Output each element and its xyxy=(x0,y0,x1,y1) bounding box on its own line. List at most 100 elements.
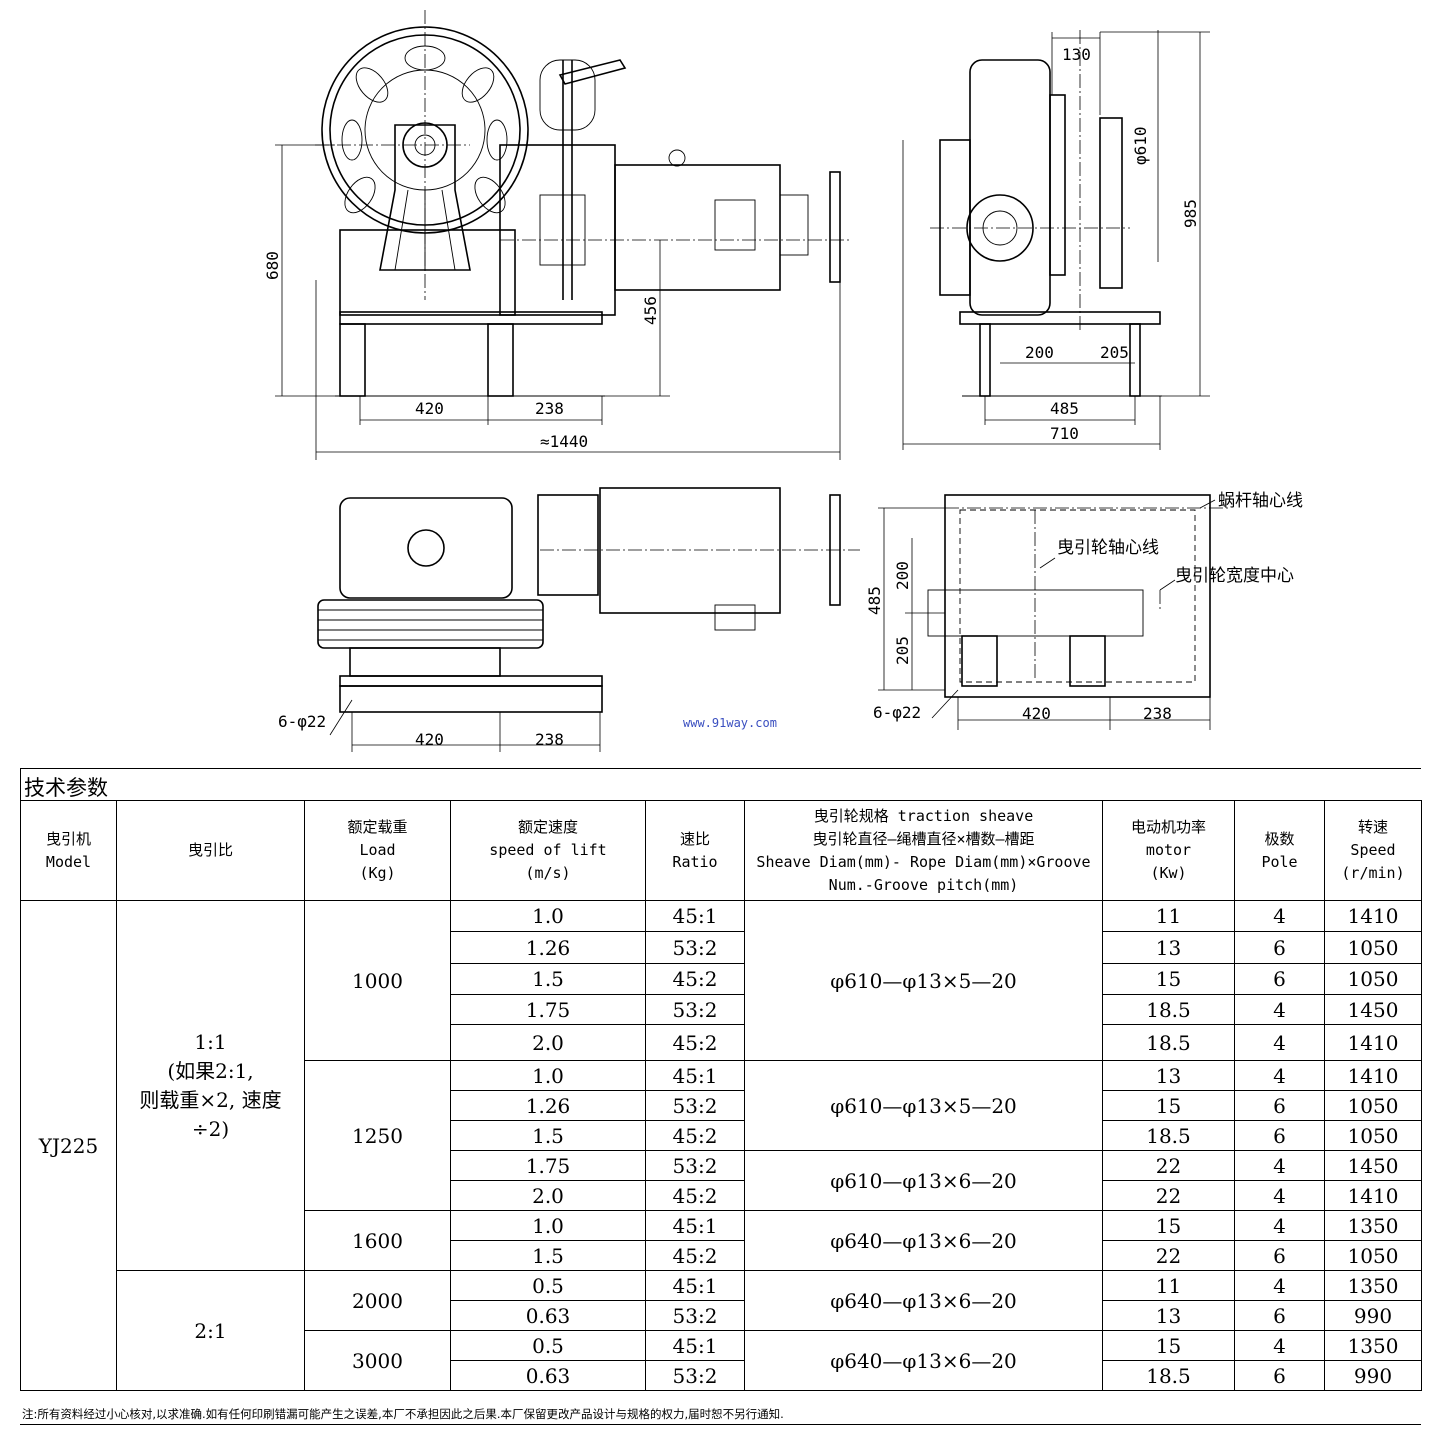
rpm-cell: 1350 xyxy=(1324,1210,1422,1241)
table-left-border xyxy=(20,768,21,800)
motor-cell: 22 xyxy=(1102,1180,1235,1211)
motor-cell: 15 xyxy=(1102,1330,1235,1361)
front-dim-height: 680 xyxy=(263,251,282,280)
ratio-cell: 45:1 xyxy=(645,1060,745,1091)
ratio-cell: 53:2 xyxy=(645,931,745,964)
speed-cell: 1.0 xyxy=(450,1060,646,1091)
motor-cell: 18.5 xyxy=(1102,1360,1235,1391)
rpm-cell: 1050 xyxy=(1324,1240,1422,1271)
speed-cell: 2.0 xyxy=(450,1024,646,1061)
footnote: 注:所有资料经过小心核对,以求准确.如有任何印刷错漏可能产生之误差,本厂不承担因… xyxy=(22,1407,784,1421)
base-dim-lower: 205 xyxy=(893,636,912,665)
rpm-cell: 1410 xyxy=(1324,1060,1422,1091)
rpm-cell: 990 xyxy=(1324,1360,1422,1391)
side-dim-base: 485 xyxy=(1050,399,1079,418)
table-row: 1250 1.0 45:1 φ610—φ13×5—20 13 4 1410 xyxy=(21,1060,1422,1211)
speed-cell: 1.75 xyxy=(450,994,646,1025)
motor-cell: 13 xyxy=(1102,1300,1235,1331)
speed-cell: 0.63 xyxy=(450,1300,646,1331)
ratio-cell: 45:2 xyxy=(645,1120,745,1151)
motor-cell: 22 xyxy=(1102,1240,1235,1271)
table-row: YJ225 1:1 (如果2:1, 则载重×2, 速度 ÷2) 1000 1.0… xyxy=(20,900,1422,1391)
load-cell: 2000 xyxy=(304,1270,451,1331)
speed-cell: 2.0 xyxy=(450,1180,646,1211)
ratio-cell: 53:2 xyxy=(645,1150,745,1181)
speed-cell: 0.5 xyxy=(450,1270,646,1301)
plan-dim-right: 238 xyxy=(535,730,564,749)
pole-cell: 4 xyxy=(1234,900,1325,932)
pole-cell: 6 xyxy=(1234,963,1325,995)
side-dim-total: 710 xyxy=(1050,424,1079,443)
motor-cell: 18.5 xyxy=(1102,994,1235,1025)
motor-cell: 15 xyxy=(1102,963,1235,995)
table-row: 0.63 53:2 13 6 990 xyxy=(21,1300,1422,1331)
pole-cell: 6 xyxy=(1234,1090,1325,1121)
ratio-cell: 45:2 xyxy=(645,963,745,995)
rpm-cell: 1050 xyxy=(1324,931,1422,964)
pole-cell: 4 xyxy=(1234,1180,1325,1211)
footnote-divider xyxy=(20,1424,1421,1425)
side-dim-top: 130 xyxy=(1062,45,1091,64)
sheave-cell: φ610—φ13×5—20 xyxy=(744,1060,1103,1151)
table-row: 2:1 2000 0.5 45:1 φ640—φ13×6—20 11 4 135… xyxy=(21,1270,1422,1391)
motor-cell: 11 xyxy=(1102,900,1235,932)
speed-cell: 1.5 xyxy=(450,1240,646,1271)
table-row: 1.5 45:2 15 6 1050 xyxy=(21,963,1422,995)
pole-cell: 4 xyxy=(1234,1060,1325,1091)
side-dim-height: 985 xyxy=(1181,199,1200,228)
base-dim-holes: 6-φ22 xyxy=(873,703,921,722)
pole-cell: 6 xyxy=(1234,931,1325,964)
ratio-cell: 53:2 xyxy=(645,1360,745,1391)
ratio-cell: 45:2 xyxy=(645,1024,745,1061)
ratio-cell: 45:1 xyxy=(645,1270,745,1301)
label-sheave-center: 曳引轮宽度中心 xyxy=(1175,566,1294,586)
pole-cell: 4 xyxy=(1234,994,1325,1025)
motor-cell: 13 xyxy=(1102,1060,1235,1091)
plan-view: 6-φ22 420 238 www.91way.com xyxy=(278,487,860,752)
speed-cell: 1.75 xyxy=(450,1150,646,1181)
ratio-cell: 45:1 xyxy=(645,1210,745,1241)
motor-cell: 13 xyxy=(1102,931,1235,964)
roping-2-cell: 2:1 xyxy=(116,1270,305,1391)
label-sheave-axis: 曳引轮轴心线 xyxy=(1057,538,1159,558)
pole-cell: 6 xyxy=(1234,1120,1325,1151)
load-cell: 1600 xyxy=(304,1210,451,1271)
load-cell: 1000 xyxy=(304,900,451,1061)
table-row: 1.26 53:2 15 6 1050 xyxy=(21,1090,1422,1121)
front-dim-shaft: 456 xyxy=(641,296,660,325)
rpm-cell: 1350 xyxy=(1324,1330,1422,1361)
table-top-border xyxy=(20,768,1421,769)
sheave-cell: φ640—φ13×6—20 xyxy=(744,1330,1103,1391)
base-dim-left: 420 xyxy=(1022,704,1051,723)
rpm-cell: 1050 xyxy=(1324,1090,1422,1121)
rpm-cell: 1450 xyxy=(1324,1150,1422,1181)
ratio-cell: 45:1 xyxy=(645,900,745,932)
motor-cell: 15 xyxy=(1102,1090,1235,1121)
speed-cell: 1.26 xyxy=(450,931,646,964)
load-cell: 1250 xyxy=(304,1060,451,1211)
rpm-cell: 990 xyxy=(1324,1300,1422,1331)
ratio-cell: 53:2 xyxy=(645,994,745,1025)
spec-title: 技术参数 xyxy=(24,776,108,800)
speed-cell: 0.5 xyxy=(450,1330,646,1361)
roping-1-cell: 1:1 (如果2:1, 则载重×2, 速度 ÷2) xyxy=(116,900,305,1271)
table-row: 0.63 53:2 18.5 6 990 xyxy=(21,1360,1422,1391)
technical-drawing: 680 456 420 238 ≈1440 130 φ610 xyxy=(263,10,1303,752)
plan-dim-left: 420 xyxy=(415,730,444,749)
front-dim-base-left: 420 xyxy=(415,399,444,418)
plan-dim-holes: 6-φ22 xyxy=(278,712,326,731)
pole-cell: 6 xyxy=(1234,1360,1325,1391)
table-row: 2.0 45:2 18.5 4 1410 xyxy=(21,1024,1422,1061)
table-row: 1600 1.0 45:1 φ640—φ13×6—20 15 4 1350 xyxy=(21,1210,1422,1271)
pole-cell: 6 xyxy=(1234,1300,1325,1331)
ratio-cell: 53:2 xyxy=(645,1300,745,1331)
ratio-cell: 45:2 xyxy=(645,1180,745,1211)
ratio-cell: 53:2 xyxy=(645,1090,745,1121)
side-view: 130 φ610 985 200 205 485 710 xyxy=(902,30,1210,450)
